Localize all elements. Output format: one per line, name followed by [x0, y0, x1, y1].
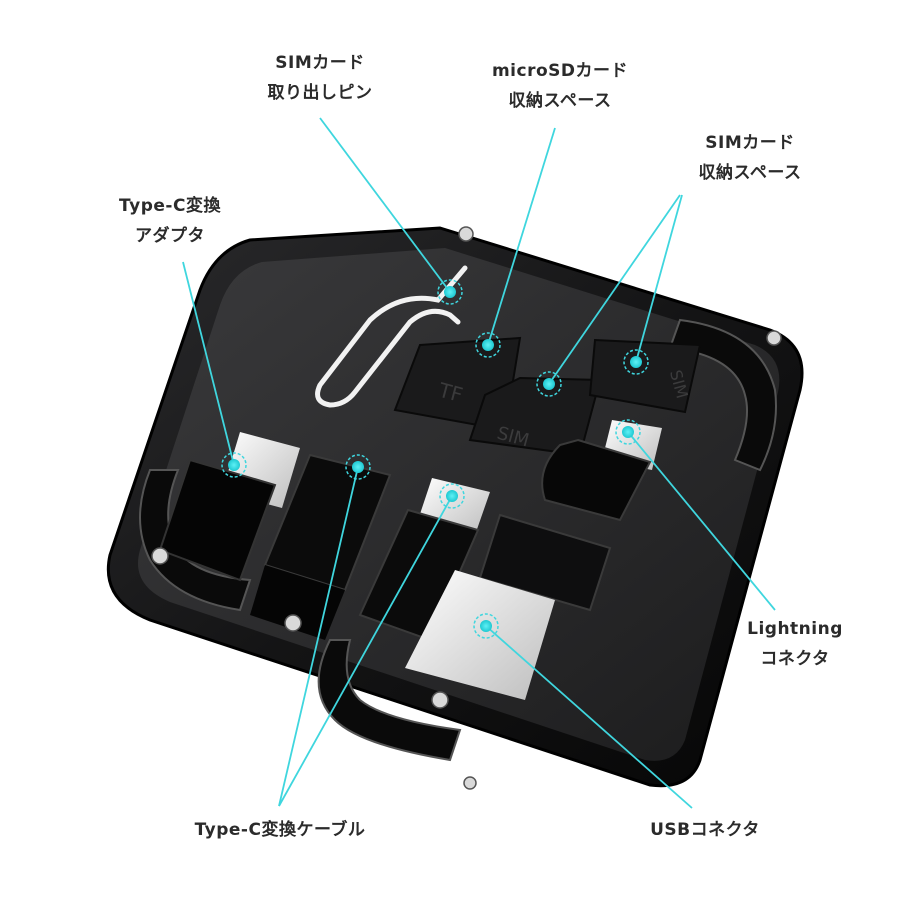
- label-microsd-line2: 収納スペース: [508, 91, 612, 111]
- label-microsd-space: microSDカード 収納スペース: [470, 56, 650, 116]
- dot-usb: [473, 613, 499, 639]
- dot-sim-center: [536, 371, 562, 397]
- slot-sim-right: SIM: [588, 338, 702, 414]
- label-typec-adapter-line1: Type-C変換: [119, 196, 221, 216]
- dot-typec-cable-right: [439, 483, 465, 509]
- label-sim-pin-line1: SIMカード: [275, 53, 365, 73]
- label-sim-pin: SIMカード 取り出しピン: [235, 48, 405, 108]
- label-lightning-line1: Lightning: [747, 619, 843, 639]
- screws: [151, 226, 782, 790]
- dot-typec-cable-left: [345, 454, 371, 480]
- dot-microsd: [475, 332, 501, 358]
- label-sim-space: SIMカード 収納スペース: [665, 128, 835, 188]
- dot-lightning: [615, 419, 641, 445]
- label-usb-line1: USBコネクタ: [650, 820, 760, 840]
- label-sim-pin-line2: 取り出しピン: [267, 83, 373, 103]
- callout-dots: [221, 279, 649, 639]
- dot-sim-right: [623, 349, 649, 375]
- usb-connector: [405, 513, 612, 700]
- label-microsd-line1: microSDカード: [491, 61, 629, 81]
- label-typec-cable: Type-C変換ケーブル: [165, 815, 395, 845]
- label-sim-space-line2: 収納スペース: [698, 163, 802, 183]
- dot-typec-adapter: [221, 452, 247, 478]
- label-sim-space-line1: SIMカード: [705, 133, 795, 153]
- label-lightning: Lightning コネクタ: [725, 614, 865, 674]
- label-lightning-line2: コネクタ: [760, 649, 830, 669]
- leader-lines: [182, 117, 776, 809]
- label-typec-adapter: Type-C変換 アダプタ: [95, 191, 245, 251]
- dot-sim-pin: [437, 279, 463, 305]
- sim-pin: [315, 265, 468, 408]
- slot-sim-center: SIM: [468, 376, 602, 457]
- label-typec-adapter-line2: アダプタ: [135, 226, 205, 246]
- typec-adapter: [158, 432, 300, 582]
- lightning-connector: [541, 420, 662, 522]
- label-typec-cable-line1: Type-C変換ケーブル: [194, 820, 366, 840]
- label-usb: USBコネクタ: [625, 815, 785, 845]
